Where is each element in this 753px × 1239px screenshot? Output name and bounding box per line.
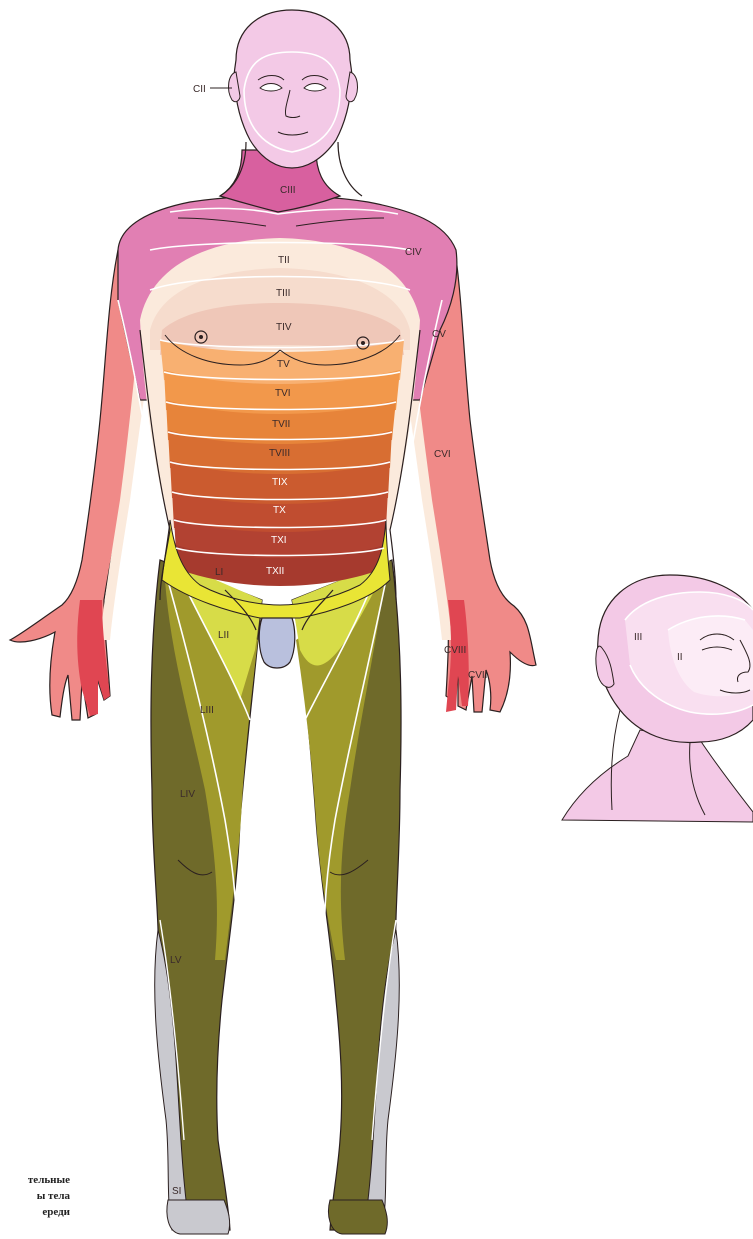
label-txi: TXI	[271, 535, 287, 546]
head-cii-zone	[234, 10, 353, 168]
left-foot	[329, 1200, 388, 1234]
label-lii: LII	[218, 630, 229, 641]
label-tiii: TIII	[276, 288, 290, 299]
label-inset-ii: II	[677, 652, 683, 663]
head	[210, 10, 362, 196]
label-cv: CV	[432, 329, 446, 340]
label-li: LI	[215, 567, 223, 578]
caption-line-1: тельные	[0, 1172, 70, 1188]
label-ciii: CIII	[280, 185, 296, 196]
label-tix: TIX	[272, 477, 288, 488]
label-tviii: TVIII	[269, 448, 290, 459]
label-inset-iii: III	[634, 632, 642, 643]
label-cvii: CVII	[468, 670, 487, 681]
inset-neck-zone	[562, 730, 753, 822]
genital-zone	[259, 618, 295, 668]
label-txii: TXII	[266, 566, 284, 577]
label-si: SI	[172, 1186, 181, 1197]
label-tiv: TIV	[276, 322, 292, 333]
label-liii: LIII	[200, 705, 214, 716]
label-liv: LIV	[180, 789, 195, 800]
figure-caption: тельные ы тела ереди	[0, 1172, 70, 1220]
label-civ: CIV	[405, 247, 422, 258]
caption-line-3: ереди	[0, 1204, 70, 1220]
caption-line-2: ы тела	[0, 1188, 70, 1204]
inset-head-side-view	[562, 575, 753, 822]
label-tii: TII	[278, 255, 290, 266]
label-tvii: TVII	[272, 419, 290, 430]
label-tx: TX	[273, 505, 286, 516]
label-cii: CII	[193, 84, 206, 95]
right-foot	[167, 1200, 230, 1234]
label-cvi: CVI	[434, 449, 451, 460]
label-lv: LV	[170, 955, 182, 966]
label-cviii: CVIII	[444, 645, 466, 656]
label-tvi: TVI	[275, 388, 291, 399]
label-tv: TV	[277, 359, 290, 370]
